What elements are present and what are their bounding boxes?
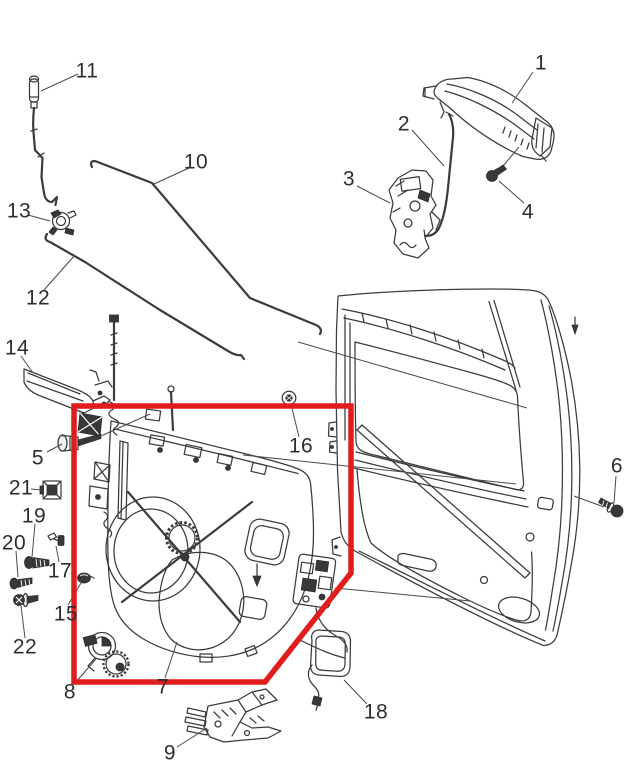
door-latch-drawing xyxy=(388,169,441,259)
highlight-outline xyxy=(71,403,354,685)
screw-part-6-drawing xyxy=(597,497,624,518)
part-label-8: 8 xyxy=(63,680,77,704)
part-label-15: 15 xyxy=(53,602,79,626)
screw-part-22-drawing xyxy=(13,592,39,608)
handle-screw-drawing xyxy=(486,146,520,182)
handle-serrations xyxy=(502,126,530,150)
part-label-7: 7 xyxy=(156,675,170,699)
handle-link-rod-drawing xyxy=(423,111,455,238)
screw-part-19-drawing xyxy=(24,556,50,569)
lower-bracket-drawing xyxy=(184,688,282,743)
screw-part-20-drawing xyxy=(9,577,33,590)
part-label-1: 1 xyxy=(534,51,548,75)
inner-latch-module-drawing xyxy=(292,553,348,653)
lock-knob-rod-drawing xyxy=(28,75,59,207)
access-hole-seal-drawing xyxy=(307,629,352,711)
pin-part-5-drawing xyxy=(57,413,151,452)
part-label-16: 16 xyxy=(288,434,314,458)
part-label-13: 13 xyxy=(6,199,32,223)
part-label-3: 3 xyxy=(342,167,356,191)
window-motor-drawing xyxy=(82,631,130,678)
exterior-handle-drawing xyxy=(422,76,555,162)
part-label-19: 19 xyxy=(21,504,47,528)
part-label-6: 6 xyxy=(610,454,624,478)
window-regulator-module-drawing xyxy=(77,314,348,663)
rod-clip-drawing xyxy=(48,209,77,236)
long-latch-rod-lower-drawing xyxy=(44,232,246,361)
part-label-14: 14 xyxy=(4,336,30,360)
part-label-5: 5 xyxy=(31,446,45,470)
glass-run-hatching xyxy=(361,312,485,359)
part-label-22: 22 xyxy=(12,635,38,659)
door-shell-drawing xyxy=(327,288,581,647)
part-label-10: 10 xyxy=(183,150,209,174)
long-latch-rod-upper-drawing xyxy=(89,159,322,336)
part-label-21: 21 xyxy=(8,476,34,500)
part-label-20: 20 xyxy=(1,531,27,555)
grommet-part-15-drawing xyxy=(77,572,95,584)
clip-part-17-drawing xyxy=(47,532,65,546)
part-label-12: 12 xyxy=(25,286,51,310)
part-label-17: 17 xyxy=(47,559,73,583)
part-label-11: 11 xyxy=(75,59,99,83)
part-label-18: 18 xyxy=(363,700,389,724)
leader-lines xyxy=(15,71,617,748)
part-label-2: 2 xyxy=(397,112,411,136)
inside-handle-drawing xyxy=(23,368,113,414)
grommet-part-16-drawing xyxy=(281,390,297,406)
part-label-4: 4 xyxy=(521,200,535,224)
part-label-9: 9 xyxy=(163,741,177,765)
